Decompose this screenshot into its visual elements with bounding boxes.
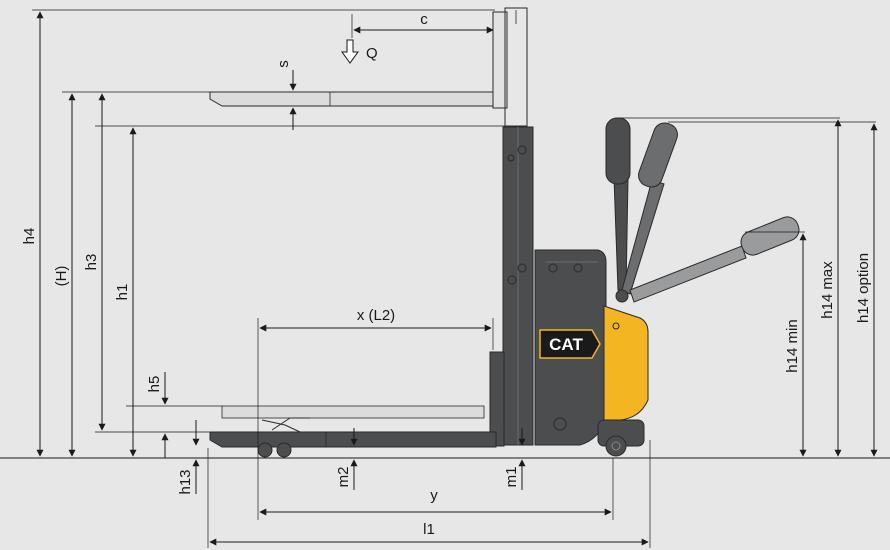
label-H: (H) (53, 266, 70, 287)
load-wheel (276, 442, 292, 458)
load-backrest (504, 7, 528, 127)
label-h5: h5 (146, 376, 163, 393)
down-arrow-icon (341, 39, 359, 64)
label-h14-min: h14 min (784, 319, 801, 372)
pallet-outline (221, 405, 485, 419)
dimension-labels: h4 (H) h3 h1 h5 h13 m2 m1 s y l1 x (L2) … (21, 11, 872, 538)
lowered-carriage (489, 351, 505, 447)
tiller-arms (605, 117, 800, 303)
label-s: s (275, 60, 292, 68)
label-x-L2: x (L2) (357, 307, 395, 324)
label-h13: h13 (177, 469, 194, 494)
raised-fork (209, 91, 496, 107)
raised-carriage (492, 11, 508, 109)
lowered-fork (209, 431, 497, 448)
battery-cover (603, 305, 649, 421)
dimension-lines (32, 9, 878, 548)
label-h14-option: h14 option (855, 253, 872, 323)
load-wheel (257, 442, 273, 458)
label-y: y (430, 487, 438, 504)
label-l1: l1 (423, 521, 435, 538)
cat-logo-text: CAT (549, 335, 583, 354)
label-c: c (420, 11, 428, 28)
label-h3: h3 (83, 254, 100, 271)
label-m2: m2 (335, 467, 352, 488)
label-h14-max: h14 max (819, 261, 836, 319)
pallet-stacker-truck: CAT (209, 7, 800, 458)
label-m1: m1 (503, 467, 520, 488)
drive-wheel (605, 435, 627, 457)
label-Q: Q (366, 45, 378, 62)
cat-logo: CAT (539, 329, 601, 359)
label-h4: h4 (21, 228, 38, 245)
label-h1: h1 (114, 284, 131, 301)
